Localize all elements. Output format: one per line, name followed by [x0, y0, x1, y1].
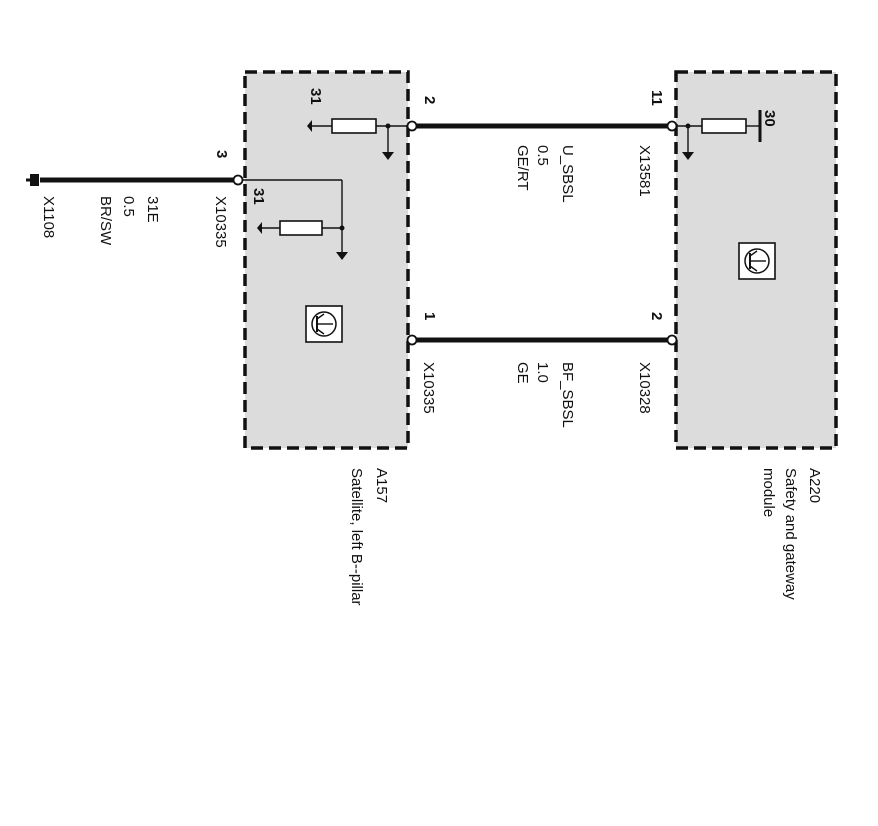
pin-1-a157: 1: [421, 312, 438, 320]
wire-31e-gauge: 0.5: [120, 196, 137, 217]
a157-mid-circuit: [242, 179, 348, 260]
connector-x13581: X13581: [636, 145, 653, 197]
wire-bf-sbsl-signal: BF_SBSL: [559, 362, 576, 428]
wire-31e-color: BR/SW: [97, 196, 114, 246]
transistor-icon: [305, 305, 343, 343]
ground-terminal-icon: [26, 174, 39, 186]
ground-31-mid-label: 31: [250, 188, 267, 205]
transistor-icon: [738, 242, 776, 280]
module-a157-name: Satellite, left B--pillar: [348, 468, 365, 606]
wire-u-sbsl-color: GE/RT: [514, 145, 531, 191]
module-a157-id: A157: [373, 468, 390, 503]
connector-x10335-pin3: X10335: [212, 196, 229, 248]
a220-circuit: [676, 110, 762, 160]
connector-pins: [232, 120, 678, 346]
connector-x10328: X10328: [636, 362, 653, 414]
pin-3-a157: 3: [213, 150, 230, 158]
module-a220-id: A220: [806, 468, 823, 503]
module-a220-name-line2: module: [760, 468, 777, 517]
connector-x1108: X1108: [40, 196, 57, 238]
wire-bf-sbsl-color: GE: [514, 362, 531, 384]
module-a157-box: [243, 70, 410, 450]
wire-31e-signal: 31E: [144, 196, 161, 223]
supply-30-label: 30: [761, 110, 778, 127]
connector-x10335-pin1: X10335: [420, 362, 437, 414]
a157-top-circuit: [307, 118, 408, 160]
wire-u-sbsl-signal: U_SBSL: [559, 145, 576, 203]
pin-2-a157: 2: [421, 96, 438, 104]
wire-bf-sbsl-gauge: 1.0: [534, 362, 551, 383]
wire-u-sbsl-gauge: 0.5: [534, 145, 551, 166]
pin-2-a220: 2: [648, 312, 665, 320]
module-a220-name-line1: Safety and gateway: [782, 468, 799, 600]
pin-11-a220: 11: [648, 90, 665, 106]
ground-31-top-label: 31: [307, 88, 324, 105]
